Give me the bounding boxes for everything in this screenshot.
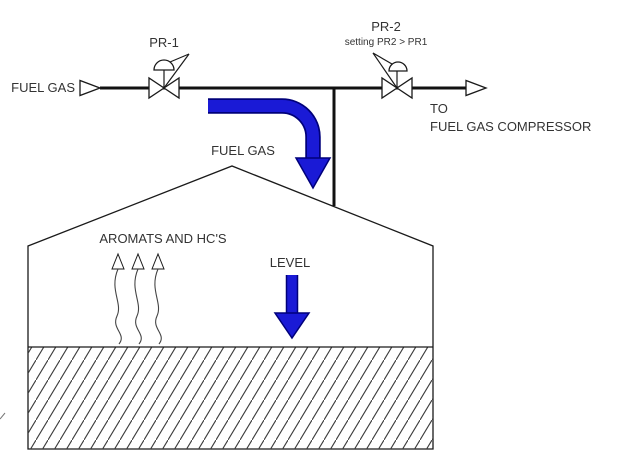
pr1-body-left <box>148 76 166 100</box>
vapor-arrow-icon <box>111 252 125 345</box>
stray-tick-mark <box>0 412 6 420</box>
pr1-flag-line-1 <box>163 53 190 89</box>
tank-liquid-hatch <box>28 347 433 449</box>
level-label: LEVEL <box>270 255 310 270</box>
outlet-label-line1: TO <box>430 101 448 116</box>
outlet-flow-arrow-icon <box>465 79 488 97</box>
inlet-flow-arrow-icon <box>79 79 102 97</box>
pr1-tag-label: PR-1 <box>149 35 179 50</box>
pr2-diaphragm <box>388 61 408 72</box>
vapor-arrow-icon <box>131 252 145 345</box>
fuel-gas-flow-arrow-icon <box>208 98 332 190</box>
pr2-body-right <box>395 76 413 100</box>
inlet-label: FUEL GAS <box>11 80 75 95</box>
pr1-body-right <box>162 76 180 100</box>
outlet-label-line2: FUEL GAS COMPRESSOR <box>430 119 591 134</box>
level-arrow-icon <box>273 275 311 340</box>
pr2-setting-note: setting PR2 > PR1 <box>345 37 428 48</box>
pr1-valve-icon <box>148 53 190 100</box>
pr2-tag-label: PR-2 <box>371 19 401 34</box>
pr2-flag-line-2 <box>372 52 393 65</box>
vapor-arrows <box>111 252 165 345</box>
pr1-diaphragm <box>153 59 175 71</box>
flow-label: FUEL GAS <box>211 143 275 158</box>
vapor-arrow-icon <box>151 252 165 345</box>
storage-tank <box>0 165 434 450</box>
vapor-label: AROMATS AND HC'S <box>99 231 227 246</box>
pr1-flag-line-2 <box>169 53 190 63</box>
pr2-valve-icon <box>372 52 413 100</box>
flow-arrowhead <box>294 157 332 190</box>
level-arrowhead <box>273 312 311 340</box>
pr2-body-left <box>381 76 399 100</box>
pr2-flag-line-1 <box>372 52 398 89</box>
